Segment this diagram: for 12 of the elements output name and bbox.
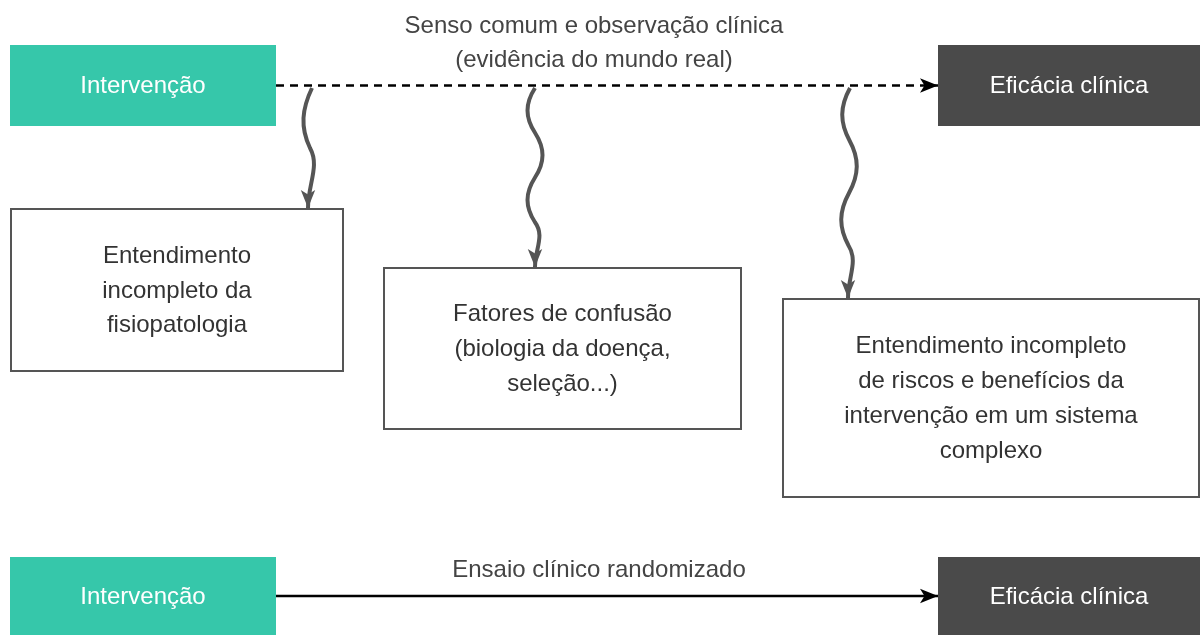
note-box: Fatores de confusão (biologia da doença, seleção...) xyxy=(383,267,742,430)
wavy-arrow xyxy=(839,87,859,299)
outcome-box: Eficácia clínica xyxy=(938,557,1200,635)
process-box: Intervenção xyxy=(10,557,276,635)
note-box: Entendimento incompleto da fisiopatologia xyxy=(10,208,344,372)
arrow xyxy=(276,588,938,604)
dashed-arrow xyxy=(276,78,938,93)
process-box: Intervenção xyxy=(10,45,276,126)
note-box: Entendimento incompleto de riscos e benefícios da intervenção em um sistema complexo xyxy=(782,298,1200,498)
wavy-arrow xyxy=(525,87,545,268)
outcome-box: Eficácia clínica xyxy=(938,45,1200,126)
wavy-arrow xyxy=(301,87,316,209)
